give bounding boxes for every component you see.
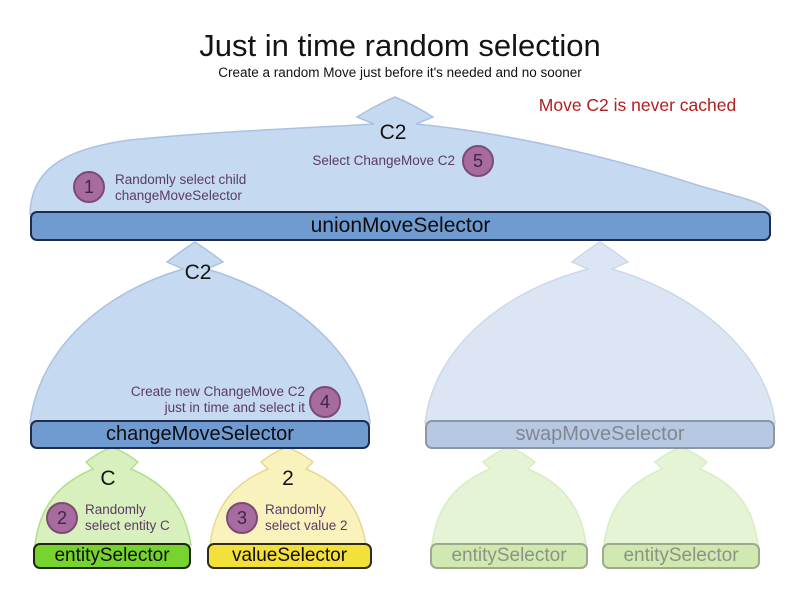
faded-entity-selector-label-right: entitySelector — [623, 545, 739, 566]
step-note-2-line1: Randomly — [85, 502, 146, 517]
step-circle-2: 2 — [46, 502, 78, 534]
change-move-selector-bar: changeMoveSelector — [30, 420, 370, 449]
faded-entity-selector-label-left: entitySelector — [451, 545, 567, 566]
step-note-2-line2: select entity C — [85, 518, 170, 533]
union-output-move-label: C2 — [379, 121, 407, 144]
entity-output-label: C — [100, 467, 116, 490]
faded-entity-dome-right-shape — [603, 446, 759, 546]
entity-selector-bar: entitySelector — [33, 543, 191, 569]
step-circle-5: 5 — [462, 145, 494, 177]
union-move-selector-bar: unionMoveSelector — [30, 211, 771, 241]
step-note-3-line2: select value 2 — [265, 518, 348, 533]
step-note-2: Randomly select entity C — [85, 502, 195, 534]
swap-move-selector-label: swapMoveSelector — [515, 423, 685, 445]
value-selector-bar: valueSelector — [207, 543, 372, 569]
step-note-4: Create new ChangeMove C2 just in time an… — [125, 384, 305, 416]
page-subtitle: Create a random Move just before it's ne… — [218, 65, 582, 80]
faded-entity-dome-left-shape — [431, 446, 587, 546]
step-note-4-line2: just in time and select it — [164, 400, 305, 415]
cache-note-text: Move C2 is never cached — [538, 95, 737, 115]
step-note-3-line1: Randomly — [265, 502, 326, 517]
value-output-label: 2 — [282, 467, 294, 490]
step-circle-1: 1 — [73, 171, 105, 203]
step-note-5-line1: Select ChangeMove C2 — [312, 153, 455, 168]
union-dome-arrow-shape — [29, 96, 773, 215]
page-title: Just in time random selection — [199, 28, 601, 63]
faded-entity-selector-bar-right: entitySelector — [602, 543, 760, 569]
swap-move-selector-bar: swapMoveSelector — [425, 420, 775, 449]
value-selector-label: valueSelector — [231, 545, 348, 566]
step-note-5: Select ChangeMove C2 — [305, 153, 455, 169]
step-circle-3: 3 — [226, 502, 258, 534]
swap-dome-arrow-shape — [424, 241, 776, 424]
step-note-3: Randomly select value 2 — [265, 502, 375, 534]
entity-selector-label: entitySelector — [54, 545, 170, 566]
change-dome-arrow-shape — [29, 241, 371, 424]
step-note-1-line2: changeMoveSelector — [115, 188, 242, 203]
step-circle-4: 4 — [309, 386, 341, 418]
change-move-selector-label: changeMoveSelector — [106, 423, 294, 445]
step-note-4-line1: Create new ChangeMove C2 — [130, 384, 305, 399]
faded-entity-selector-bar-left: entitySelector — [430, 543, 588, 569]
step-note-1-line1: Randomly select child — [115, 172, 247, 187]
union-move-selector-label: unionMoveSelector — [310, 214, 491, 237]
change-output-move-label: C2 — [184, 261, 212, 284]
step-note-1: Randomly select child changeMoveSelector — [115, 172, 275, 204]
